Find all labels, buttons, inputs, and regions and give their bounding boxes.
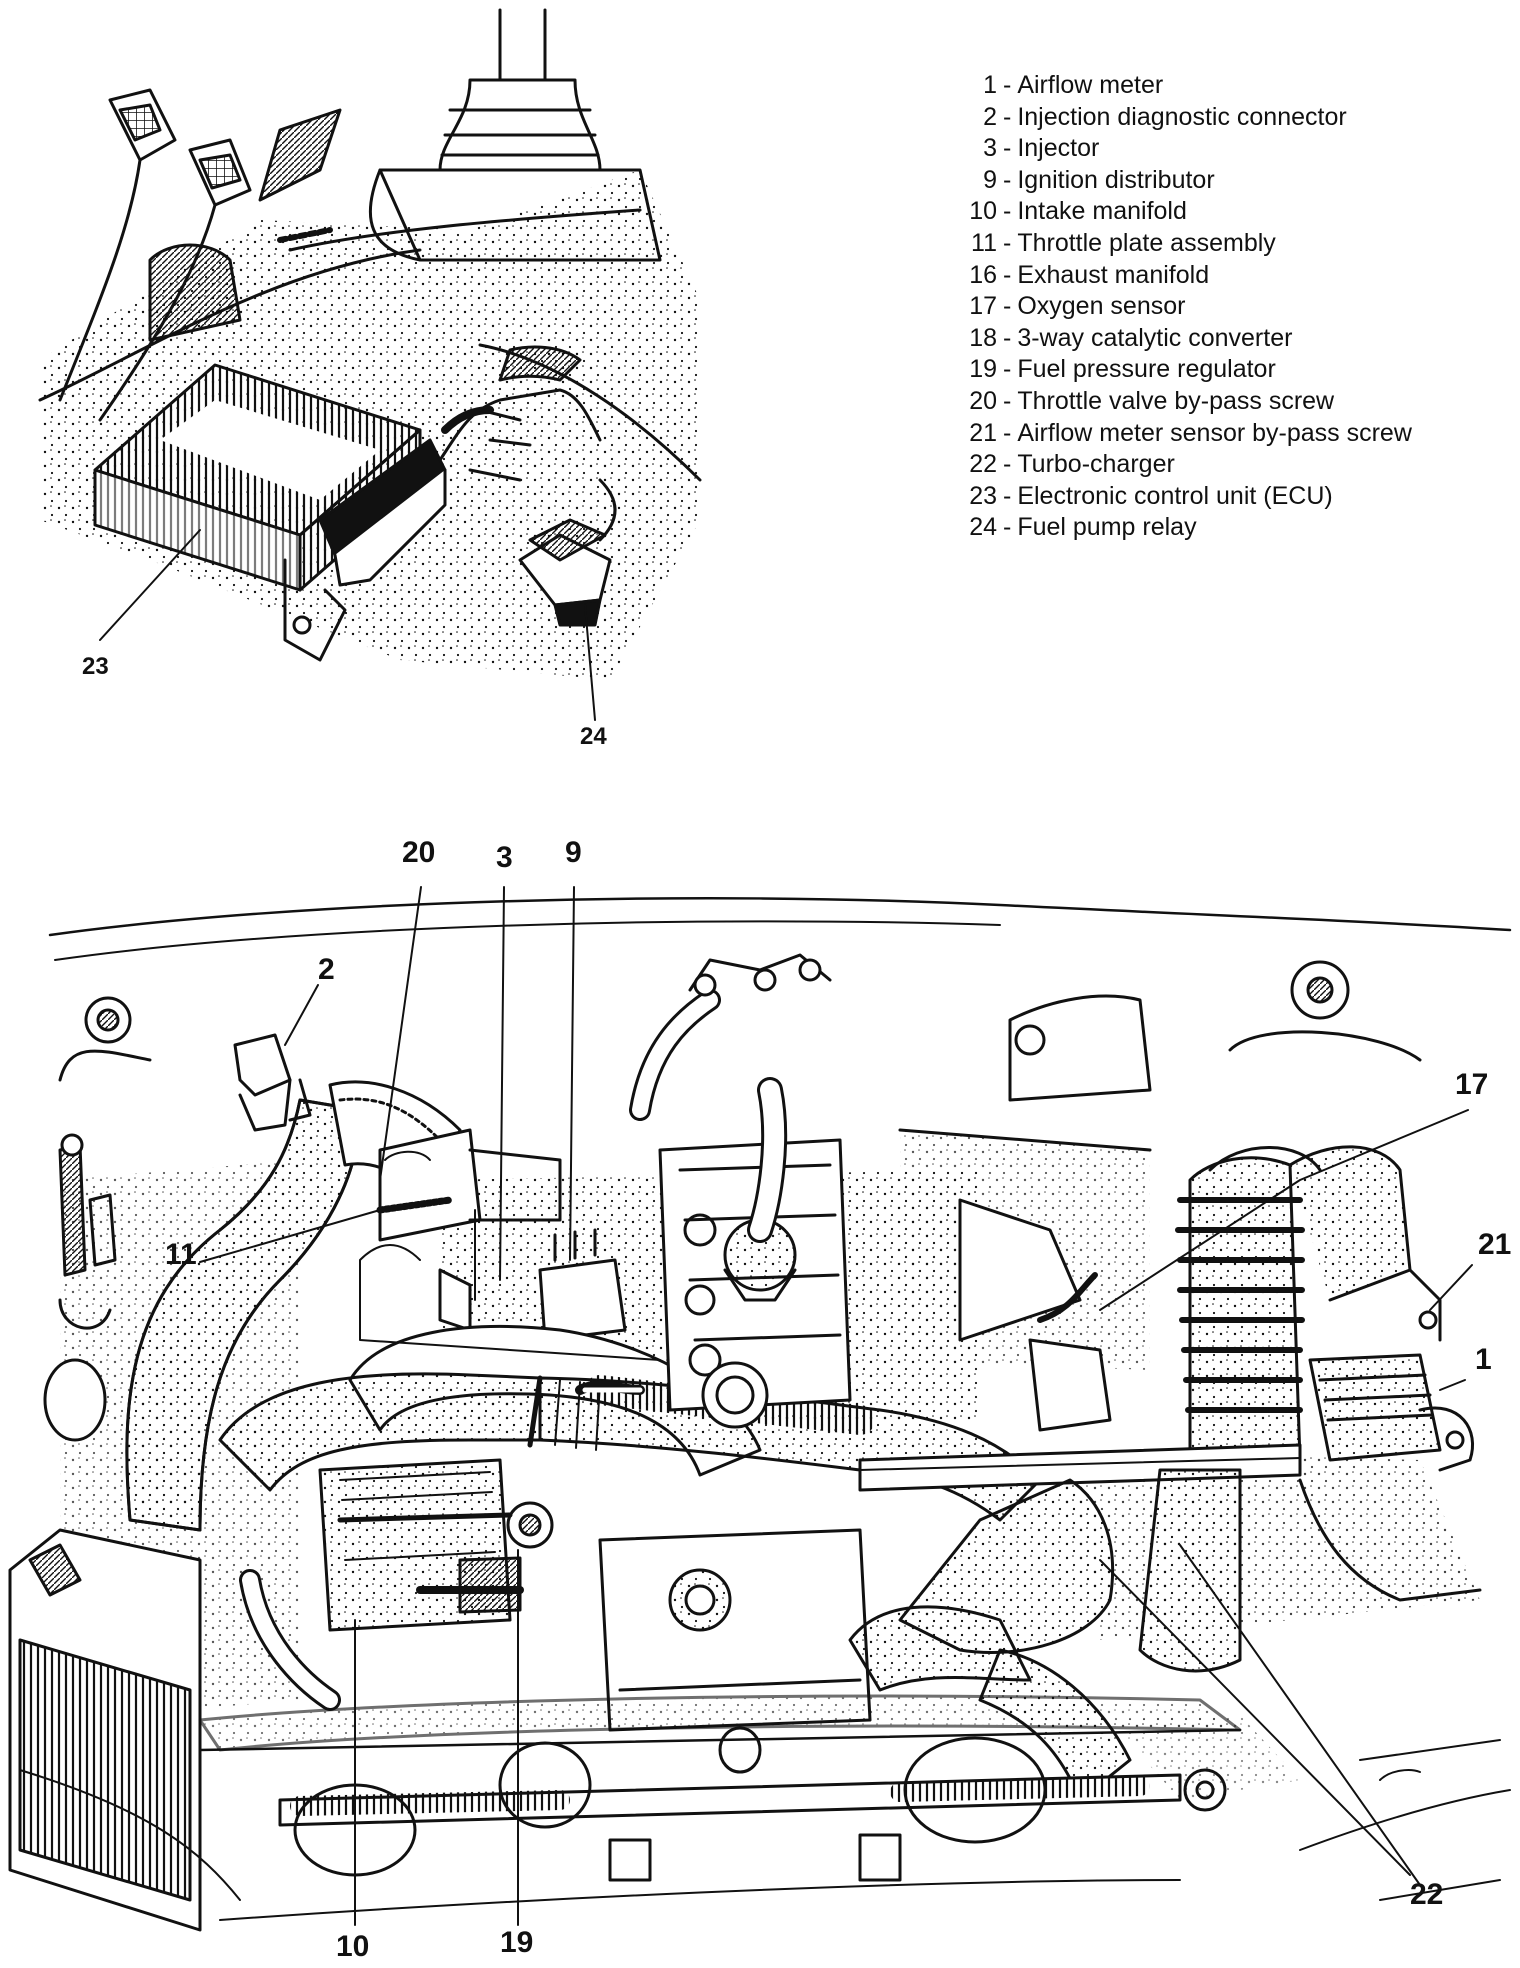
callout-23: 23	[82, 653, 109, 680]
callout-9: 9	[565, 836, 582, 869]
legend-separator: -	[1003, 134, 1012, 163]
legend-number: 11	[971, 228, 997, 257]
legend-label: Ignition distributor	[1017, 165, 1215, 194]
legend-separator: -	[1003, 102, 1012, 131]
legend-item: 17-Oxygen sensor	[935, 291, 1412, 323]
legend-number: 19	[969, 355, 997, 384]
legend-label: Exhaust manifold	[1017, 260, 1210, 289]
engine-bay	[8, 886, 1512, 1932]
legend-separator: -	[1003, 513, 1012, 542]
legend-number: 17	[969, 292, 997, 321]
legend-label: Throttle plate assembly	[1017, 228, 1276, 257]
legend-item: 1-Airflow meter	[935, 70, 1412, 102]
callout-20: 20	[402, 836, 436, 869]
turbo-inlet-bellows	[1175, 1145, 1412, 1475]
legend-item: 20-Throttle valve by-pass screw	[935, 386, 1412, 418]
legend-item: 11-Throttle plate assembly	[935, 228, 1412, 260]
legend-label: Injector	[1017, 134, 1100, 163]
legend-label: Airflow meter	[1017, 71, 1164, 99]
legend-number: 22	[969, 450, 997, 479]
legend-item: 18-3-way catalytic converter	[935, 323, 1412, 355]
callout-10: 10	[336, 1930, 370, 1963]
legend-separator: -	[1003, 450, 1012, 479]
legend-number: 2	[983, 102, 997, 131]
legend-item: 16-Exhaust manifold	[935, 260, 1412, 292]
legend-item: 19-Fuel pressure regulator	[935, 354, 1412, 386]
callout-11: 11	[165, 1238, 197, 1271]
legend-number: 21	[969, 418, 997, 447]
legend-separator: -	[1003, 260, 1012, 289]
callout-22: 22	[1410, 1878, 1444, 1911]
legend-item: 24-Fuel pump relay	[935, 512, 1412, 544]
legend-separator: -	[1003, 355, 1012, 384]
legend-item: 23-Electronic control unit (ECU)	[935, 481, 1412, 513]
callout-17: 17	[1455, 1068, 1489, 1101]
legend-number: 16	[969, 260, 997, 289]
legend-number: 3	[983, 134, 997, 163]
legend-separator: -	[1003, 228, 1012, 257]
legend-item: 2-Injection diagnostic connector	[935, 102, 1412, 134]
legend-number: 20	[969, 386, 997, 415]
legend-label: Injection diagnostic connector	[1017, 102, 1347, 131]
legend-separator: -	[1003, 386, 1012, 415]
legend-label: Turbo-charger	[1017, 450, 1175, 479]
intercooler	[8, 1528, 202, 1932]
callout-19: 19	[500, 1926, 534, 1959]
legend-separator: -	[1003, 71, 1012, 99]
legend-item: 10-Intake manifold	[935, 196, 1412, 228]
legend-label: Fuel pump relay	[1017, 513, 1197, 542]
callout-1: 1	[1475, 1343, 1492, 1376]
legend-item: 21-Airflow meter sensor by-pass screw	[935, 418, 1412, 450]
ecu-box	[93, 345, 617, 662]
legend-number: 1	[983, 71, 997, 99]
legend-label: Fuel pressure regulator	[1017, 355, 1276, 384]
legend-separator: -	[1003, 323, 1012, 352]
legend-label: Intake manifold	[1017, 197, 1187, 226]
callout-21: 21	[1478, 1228, 1512, 1261]
legend-label: Airflow meter sensor by-pass screw	[1017, 418, 1412, 447]
legend-label: 3-way catalytic converter	[1017, 323, 1293, 352]
legend-separator: -	[1003, 292, 1012, 321]
legend-separator: -	[1003, 481, 1012, 510]
legend-label: Throttle valve by-pass screw	[1017, 386, 1335, 415]
ecu-inset	[38, 8, 702, 721]
legend-separator: -	[1003, 165, 1012, 194]
legend-number: 18	[969, 323, 997, 352]
legend-item: 9-Ignition distributor	[935, 165, 1412, 197]
legend-item: 3-Injector	[935, 133, 1412, 165]
legend-separator: -	[1003, 418, 1012, 447]
legend-number: 23	[969, 481, 997, 510]
legend-separator: -	[1003, 197, 1012, 226]
legend-number: 10	[969, 197, 997, 226]
legend-number: 24	[969, 513, 997, 542]
callout-24: 24	[580, 723, 607, 750]
legend-item: 22-Turbo-charger	[935, 449, 1412, 481]
legend-label: Electronic control unit (ECU)	[1017, 481, 1333, 510]
callout-3: 3	[496, 841, 513, 874]
legend-number: 9	[983, 165, 997, 194]
legend-label: Oxygen sensor	[1017, 292, 1186, 321]
callout-2: 2	[318, 953, 335, 986]
